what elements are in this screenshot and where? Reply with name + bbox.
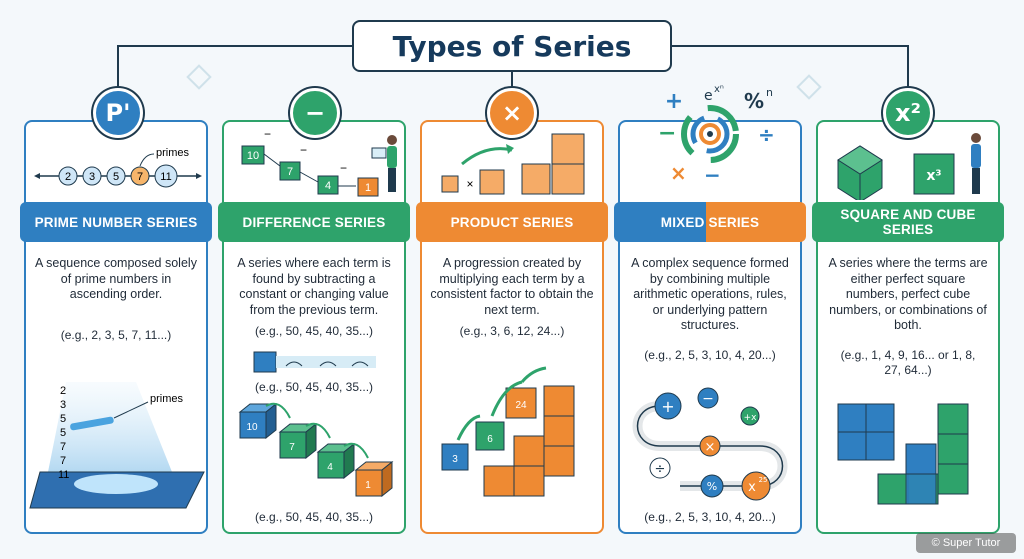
square-cube-top-illustration: x³ <box>837 133 981 200</box>
svg-text:−: − <box>300 143 307 157</box>
card-description: A series where the terms are either perf… <box>828 256 988 332</box>
card-example: (e.g., 50, 45, 40, 35...) <box>254 324 374 338</box>
x-squared-badge-icon: x² <box>883 88 933 138</box>
svg-text:−: − <box>704 163 721 187</box>
difference-cubes-illustration: 10 7 4 1 <box>238 402 394 498</box>
svg-text:2: 2 <box>65 171 71 183</box>
svg-text:7: 7 <box>289 442 295 453</box>
card-mixed-series: MIXED SERIES A complex sequence formed b… <box>614 120 806 534</box>
prime-sequence-illustration: 2 3 5 7 11 primes <box>34 147 202 188</box>
svg-text:x: x <box>748 480 756 495</box>
svg-text:+: + <box>665 89 683 114</box>
svg-text:7: 7 <box>60 441 66 453</box>
svg-text:6: 6 <box>487 434 493 445</box>
svg-text:25: 25 <box>759 476 768 484</box>
card-square-cube-series: SQUARE AND CUBE SERIES A series where th… <box>812 120 1004 534</box>
svg-text:×: × <box>466 177 473 191</box>
svg-text:10: 10 <box>247 150 259 162</box>
card-heading: PRIME NUMBER SERIES <box>20 202 212 242</box>
svg-text:e: e <box>704 88 713 104</box>
card-example: (e.g., 2, 3, 5, 7, 11...) <box>60 328 172 342</box>
svg-text:×: × <box>670 161 687 185</box>
minus-badge-icon: − <box>290 88 340 138</box>
svg-text:×: × <box>705 440 716 455</box>
svg-text:÷: ÷ <box>655 462 666 477</box>
difference-steps-illustration: 10 7 4 1 − − − <box>241 127 397 197</box>
prime-bubble-highlight: 7 <box>130 166 150 186</box>
svg-text:11: 11 <box>160 171 171 183</box>
svg-text:primes: primes <box>150 393 184 405</box>
svg-text:5: 5 <box>60 427 66 439</box>
prime-bubble: 5 <box>106 166 126 186</box>
svg-text:÷: ÷ <box>758 123 775 147</box>
mixed-swirl-illustration: + e xⁿ % n − ÷ × − <box>658 84 775 187</box>
card-prime-series: PRIME NUMBER SERIES A sequence composed … <box>20 120 212 534</box>
svg-text:1: 1 <box>365 480 371 491</box>
svg-text:−: − <box>702 391 714 407</box>
watermark: © Super Tutor <box>916 533 1016 553</box>
svg-text:7: 7 <box>287 166 293 178</box>
svg-text:+x: +x <box>744 413 758 423</box>
prime-badge-icon: P' <box>93 88 143 138</box>
page-title: Types of Series <box>392 29 632 63</box>
svg-text:n: n <box>766 86 773 99</box>
svg-text:%: % <box>707 480 717 493</box>
svg-text:5: 5 <box>60 413 66 425</box>
svg-text:10: 10 <box>246 422 258 433</box>
svg-text:4: 4 <box>325 180 331 192</box>
svg-text:+: + <box>661 397 674 416</box>
svg-text:4: 4 <box>327 462 333 473</box>
svg-text:2: 2 <box>60 385 66 397</box>
svg-text:xⁿ: xⁿ <box>714 84 724 95</box>
prime-column-illustration: 2 3 5 5 7 7 11 primes <box>29 382 205 509</box>
svg-text:24: 24 <box>515 400 527 411</box>
svg-text:7: 7 <box>137 171 143 183</box>
card-heading: MIXED SERIES <box>614 202 806 242</box>
prime-bubble: 3 <box>82 166 102 186</box>
svg-text:5: 5 <box>113 171 119 183</box>
prime-bubble: 2 <box>58 166 78 186</box>
card-example-secondary: (e.g., 2, 5, 3, 10, 4, 20...) <box>644 510 776 524</box>
svg-text:−: − <box>658 121 676 146</box>
product-bottom-cubes-illustration: 3 6 24 <box>441 366 575 497</box>
card-example-secondary: (e.g., 50, 45, 40, 35...) <box>254 380 374 394</box>
svg-text:3: 3 <box>452 454 458 465</box>
card-example: (e.g., 2, 5, 3, 10, 4, 20...) <box>644 348 776 362</box>
card-example: (e.g., 1, 4, 9, 16... or 1, 8, 27, 64...… <box>840 348 976 377</box>
card-difference-series: DIFFERENCE SERIES A series where each te… <box>218 120 410 534</box>
card-product-series: PRODUCT SERIES A progression created by … <box>416 120 608 534</box>
card-description: A sequence composed solely of prime numb… <box>35 256 197 301</box>
card-description: A complex sequence formed by combining m… <box>631 256 789 332</box>
svg-text:3: 3 <box>89 171 95 183</box>
multiply-badge-icon: × <box>487 88 537 138</box>
card-heading: DIFFERENCE SERIES <box>218 202 410 242</box>
svg-text:3: 3 <box>60 399 66 411</box>
card-heading: PRODUCT SERIES <box>416 202 608 242</box>
svg-text:1: 1 <box>365 182 371 194</box>
title-box: Types of Series <box>352 20 672 72</box>
svg-text:11: 11 <box>58 469 69 481</box>
primes-label: primes <box>156 147 190 159</box>
card-description: A progression created by multiplying eac… <box>430 256 594 317</box>
card-heading: SQUARE AND CUBE SERIES <box>812 202 1004 242</box>
card-example: (e.g., 3, 6, 12, 24...) <box>459 324 565 338</box>
prime-bubble: 11 <box>154 164 178 188</box>
difference-bar-illustration <box>253 351 376 373</box>
product-top-cubes-illustration: × <box>441 133 585 195</box>
card-description: A series where each term is found by sub… <box>237 256 391 317</box>
svg-text:x³: x³ <box>926 168 941 184</box>
svg-text:−: − <box>340 161 347 175</box>
svg-text:%: % <box>744 89 764 113</box>
svg-text:7: 7 <box>60 455 66 467</box>
square-cube-blocks-illustration <box>837 403 969 505</box>
card-example-tertiary: (e.g., 50, 45, 40, 35...) <box>254 510 374 524</box>
svg-text:−: − <box>264 127 271 141</box>
